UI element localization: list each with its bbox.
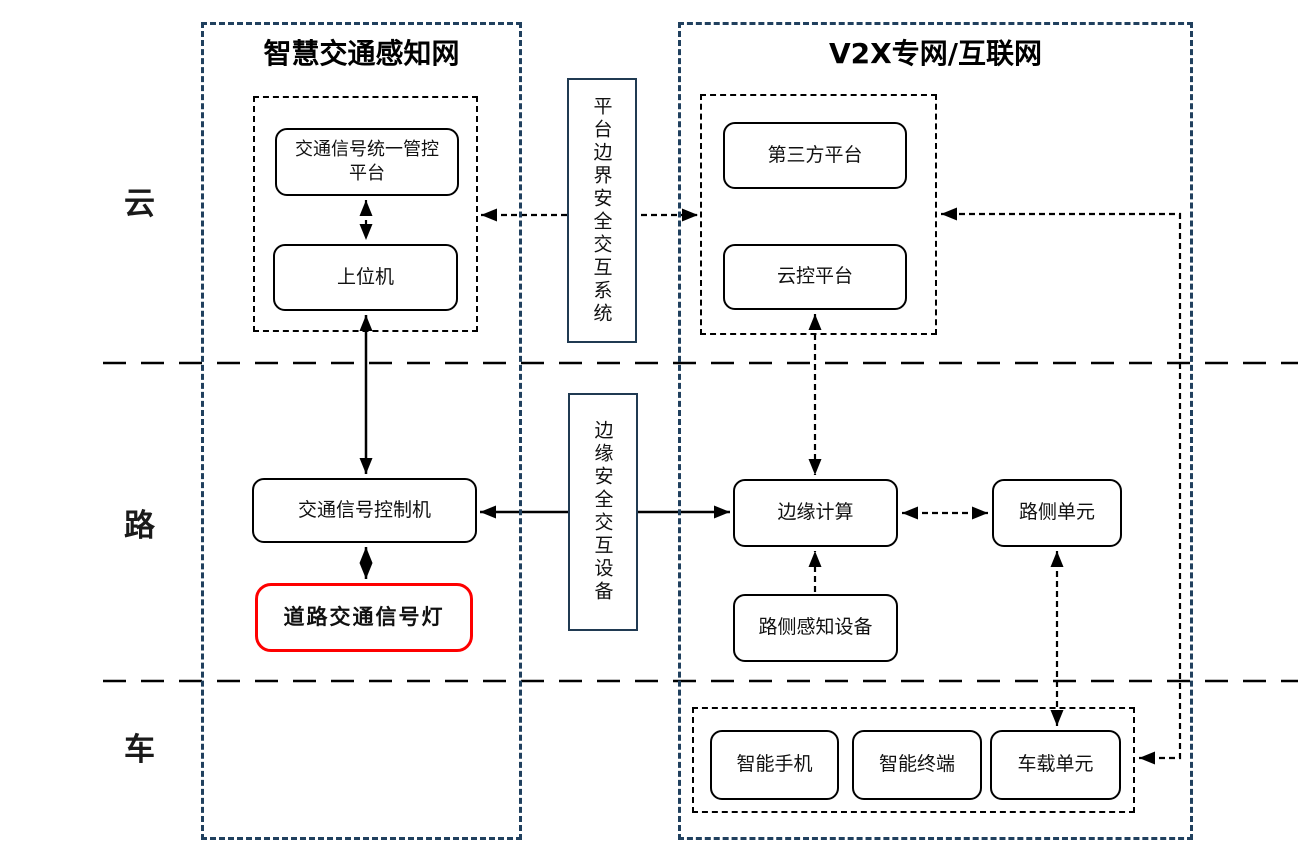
- node-platform-boundary-security: 平台边界安全交互系统: [567, 78, 637, 343]
- node-cloud-control-platform: 云控平台: [723, 244, 907, 310]
- node-edge-security-device: 边缘安全交互设备: [568, 393, 638, 631]
- node-roadside-sensing-device: 路侧感知设备: [733, 594, 898, 662]
- region-smart-traffic-network: [201, 22, 522, 840]
- node-roadside-unit: 路侧单元: [992, 479, 1122, 547]
- region-v2x-network: [678, 22, 1193, 840]
- node-smart-terminal: 智能终端: [852, 730, 982, 800]
- node-third-party-platform: 第三方平台: [723, 122, 907, 189]
- arrow-feedback-loop: [941, 207, 1182, 765]
- node-signal-controller: 交通信号控制机: [252, 478, 477, 543]
- node-smartphone: 智能手机: [710, 730, 839, 800]
- layer-label-road: 路: [124, 508, 156, 544]
- layer-label-cloud: 云: [124, 186, 156, 222]
- node-host-computer: 上位机: [273, 244, 458, 311]
- region-title-v2x-network: V2X专网/互联网: [829, 37, 1042, 70]
- node-onboard-unit: 车载单元: [990, 730, 1121, 800]
- node-edge-computing: 边缘计算: [733, 479, 898, 547]
- node-unified-control-platform: 交通信号统一管控平台: [275, 128, 459, 196]
- region-title-smart-traffic-network: 智慧交通感知网: [263, 37, 460, 70]
- layer-label-vehicle: 车: [124, 732, 156, 768]
- node-road-traffic-light: 道路交通信号灯: [255, 583, 473, 652]
